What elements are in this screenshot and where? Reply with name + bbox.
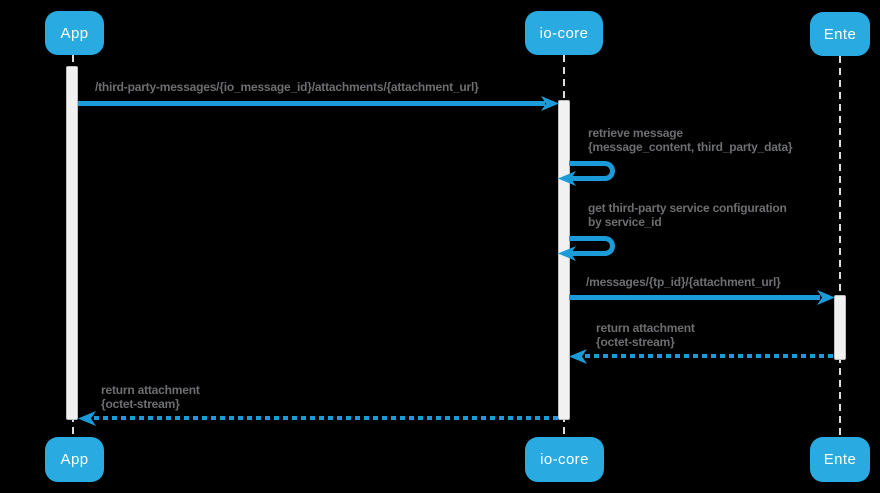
activation-bar-io-core (558, 100, 570, 420)
message-label-return-attachment-app-line1: return attachment (101, 383, 200, 397)
actor-io-core-bottom: io-core (525, 437, 604, 482)
message-label-return-attachment-ente-line1: return attachment (596, 321, 695, 335)
message-arrow-io-core-to-ente (569, 295, 820, 300)
return-arrow-ente-to-io-core (585, 354, 834, 358)
actor-app-top: App (45, 11, 104, 55)
actor-io-core-label: io-core (539, 24, 589, 42)
activation-bar-app (66, 66, 78, 420)
actor-io-core-label: io-core (540, 451, 589, 468)
self-message-loop-get-config (569, 236, 615, 256)
message-label-request-attachment: /third-party-messages/{io_message_id}/at… (95, 80, 479, 94)
message-label-return-attachment-app-line2: {octet-stream} (101, 397, 180, 411)
message-label-get-config-line1: get third-party service configuration (588, 201, 787, 215)
return-arrow-io-core-to-app (94, 416, 558, 420)
message-label-messages-request: /messages/{tp_id}/{attachment_url} (586, 275, 781, 289)
message-label-get-config-line2: by service_id (588, 215, 662, 229)
message-label-retrieve-message-line1: retrieve message (588, 126, 683, 140)
activation-bar-ente (834, 295, 846, 360)
actor-app-bottom: App (45, 437, 104, 482)
message-arrow-app-to-io-core (78, 101, 545, 106)
lifeline-ente (839, 56, 841, 437)
actor-ente-bottom: Ente (810, 437, 870, 482)
actor-app-label: App (60, 24, 89, 42)
actor-io-core-top: io-core (525, 11, 603, 55)
message-label-retrieve-message-line2: {message_content, third_party_data} (588, 140, 793, 154)
self-message-loop-retrieve (569, 161, 615, 181)
actor-ente-top: Ente (810, 12, 870, 56)
actor-ente-label: Ente (823, 451, 857, 468)
actor-ente-label: Ente (823, 25, 857, 43)
message-label-return-attachment-ente-line2: {octet-stream} (596, 335, 675, 349)
actor-app-label: App (60, 451, 89, 468)
